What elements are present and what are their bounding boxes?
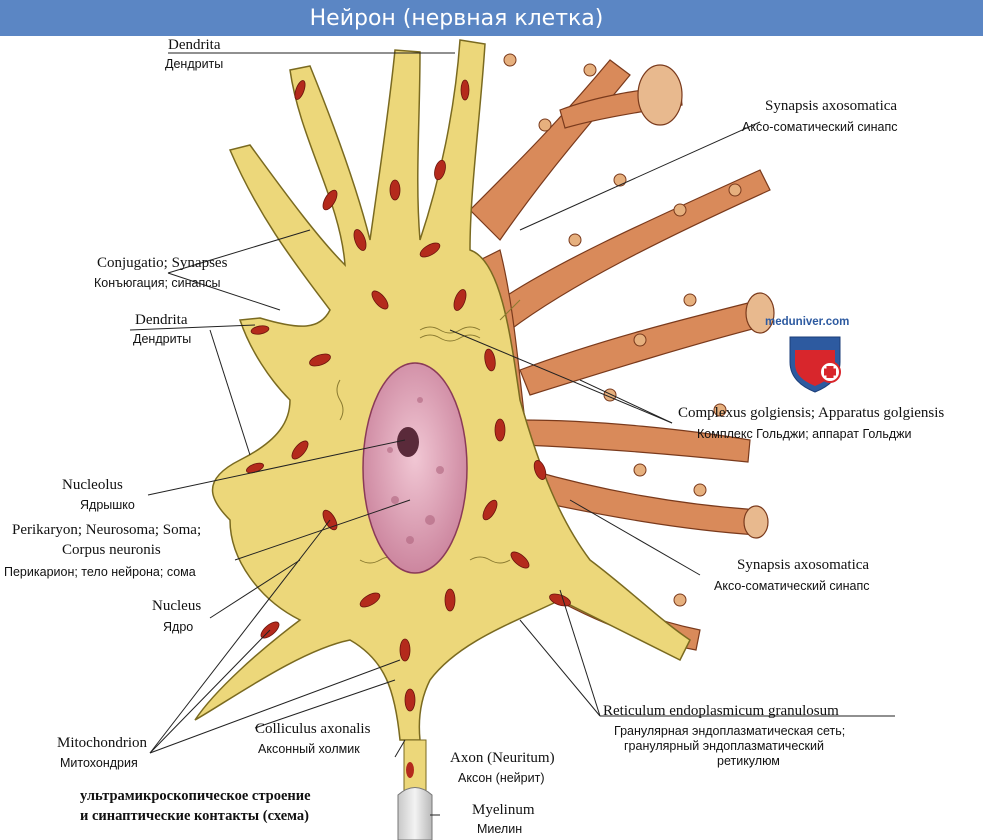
- label-myelinum-ru: Миелин: [477, 822, 523, 836]
- label-reticulum-lat: Reticulum endoplasmicum granulosum: [603, 703, 839, 719]
- label-dendrita-top-ru: Дендриты: [165, 57, 224, 71]
- label-dendrita-mid-lat: Dendrita: [135, 312, 188, 328]
- nucleolus: [397, 427, 419, 457]
- label-perikaryon-lat2: Corpus neuronis: [62, 542, 161, 558]
- label-dendrita-top-lat: Dendrita: [168, 37, 221, 53]
- label-nucleus-lat: Nucleus: [152, 598, 202, 614]
- golgi-apparatus: [336, 299, 521, 564]
- label-conjugatio-ru: Конъюгация; синапсы: [94, 276, 221, 290]
- label-axon-ru: Аксон (нейрит): [458, 771, 545, 785]
- label-synapsis-bottom-ru: Аксо-соматический синапс: [714, 579, 870, 593]
- page-title: Нейрон (нервная клетка): [309, 5, 604, 31]
- synaptic-boutons: [503, 53, 742, 607]
- label-conjugatio-lat: Conjugatio; Synapses: [97, 255, 228, 271]
- caption-line-1: ультрамикроскопическое строение: [80, 788, 311, 804]
- mitochondria: [246, 79, 571, 712]
- label-reticulum-ru2: гранулярный эндоплазматический: [624, 739, 824, 753]
- label-nucleolus-lat: Nucleolus: [62, 477, 123, 493]
- site-watermark: meduniver.com: [765, 316, 850, 328]
- chromatin: [387, 397, 444, 544]
- myelin-sheath: [397, 787, 433, 840]
- leader-lines: [129, 52, 895, 816]
- label-mitochondrion-lat: Mitochondrion: [57, 735, 147, 751]
- label-axon-lat: Axon (Neuritum): [450, 750, 555, 766]
- label-synapsis-top-lat: Synapsis axosomatica: [765, 98, 898, 114]
- title-bar: Нейрон (нервная клетка): [0, 0, 983, 36]
- label-colliculus-lat: Colliculus axonalis: [255, 721, 371, 737]
- diagram-caption: ультрамикроскопическое строение и синапт…: [80, 786, 311, 826]
- label-dendrita-mid-ru: Дендриты: [133, 332, 192, 346]
- label-golgi-ru: Комплекс Гольджи; аппарат Гольджи: [697, 427, 912, 441]
- label-perikaryon-ru: Перикарион; тело нейрона; сома: [4, 565, 196, 579]
- label-synapsis-top-ru: Аксо-соматический синапс: [742, 120, 898, 134]
- label-reticulum-ru1: Гранулярная эндоплазматическая сеть;: [614, 724, 846, 738]
- label-mitochondrion-ru: Митохондрия: [60, 756, 138, 770]
- label-colliculus-ru: Аксонный холмик: [258, 742, 360, 756]
- label-reticulum-ru3: ретикулюм: [717, 754, 780, 768]
- label-nucleolus-ru: Ядрышко: [80, 498, 135, 512]
- site-shield-icon: [789, 336, 841, 393]
- label-perikaryon-lat1: Perikaryon; Neurosoma; Soma;: [12, 522, 202, 538]
- label-nucleus-ru: Ядро: [163, 620, 194, 634]
- label-myelinum-lat: Myelinum: [472, 802, 535, 818]
- label-synapsis-bottom-lat: Synapsis axosomatica: [737, 557, 870, 573]
- caption-line-2: и синаптические контакты (схема): [80, 808, 310, 824]
- nucleus: [362, 362, 468, 574]
- label-golgi-lat: Complexus golgiensis; Apparatus golgiens…: [678, 405, 945, 421]
